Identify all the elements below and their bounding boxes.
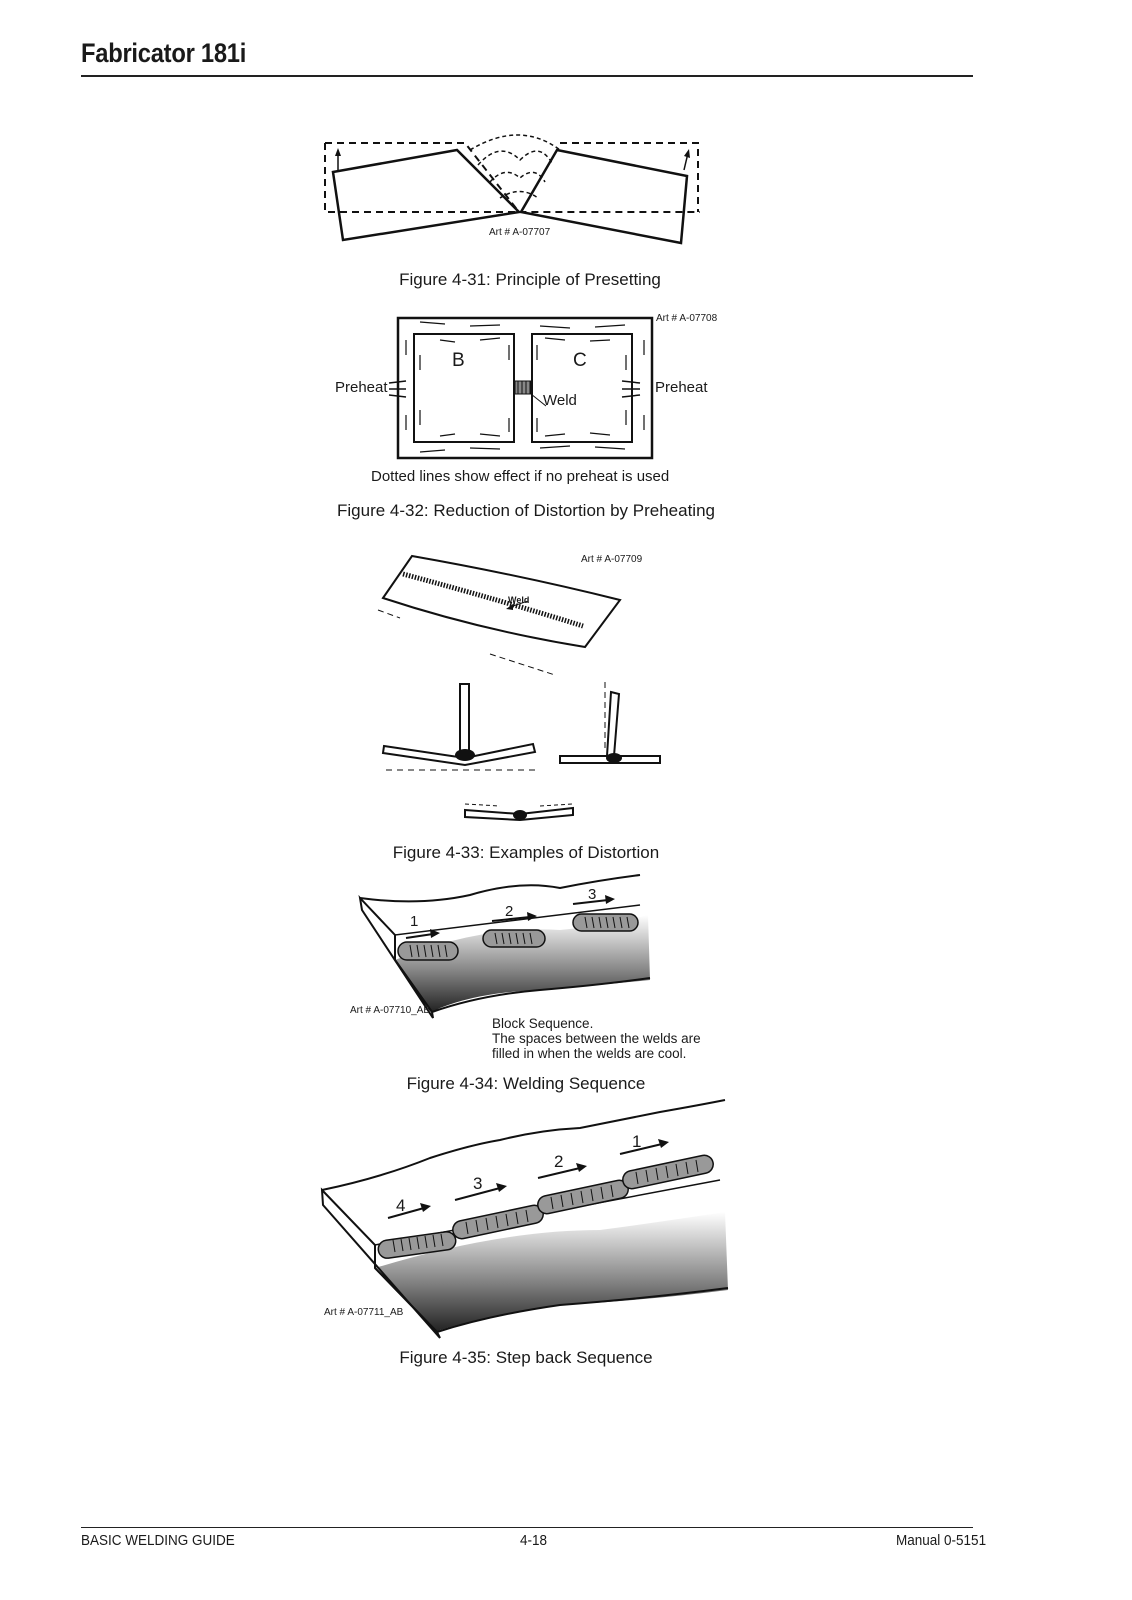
- figure-note: Dotted lines show effect if no preheat i…: [371, 468, 670, 485]
- art-number: Art # A-07711_AB: [324, 1307, 404, 1318]
- footer-page-number: 4-18: [520, 1532, 548, 1549]
- page-title: Fabricator 181i: [81, 38, 247, 68]
- step-number: 2: [554, 1152, 564, 1171]
- step-number: 1: [632, 1132, 642, 1151]
- figure-note-line: The spaces between the welds are: [492, 1031, 701, 1046]
- preheat-label-left: Preheat: [335, 379, 388, 396]
- footer-section-title: BASIC WELDING GUIDE: [81, 1532, 235, 1549]
- art-number: Art # A-07710_AB: [350, 1005, 431, 1016]
- header-rule: [81, 75, 973, 77]
- weld-label: Weld: [543, 392, 577, 409]
- figure-note-line: filled in when the welds are cool.: [492, 1046, 687, 1061]
- footer-rule: [81, 1527, 973, 1528]
- art-number: Art # A-07708: [656, 313, 718, 324]
- preheat-label-right: Preheat: [655, 379, 708, 396]
- figure-caption: Figure 4-31: Principle of Presetting: [399, 270, 661, 289]
- step-number: 4: [396, 1196, 406, 1215]
- figure-note-line: Block Sequence.: [492, 1016, 594, 1031]
- figure-caption: Figure 4-32: Reduction of Distortion by …: [337, 501, 715, 520]
- weld-label: Weld: [508, 595, 530, 605]
- plate-label-b: B: [452, 350, 465, 371]
- figure-caption: Figure 4-33: Examples of Distortion: [392, 843, 660, 862]
- figure-note: Block Sequence. The spaces between the w…: [492, 1016, 701, 1061]
- art-number: Art # A-07707: [489, 227, 551, 238]
- plate-label-c: C: [573, 350, 587, 371]
- figure-caption: Figure 4-35: Step back Sequence: [399, 1348, 653, 1367]
- step-number: 1: [410, 913, 419, 930]
- step-number: 2: [505, 903, 514, 920]
- art-number: Art # A-07709: [581, 554, 643, 565]
- step-number: 3: [588, 886, 597, 903]
- footer-manual-number: Manual 0-5151: [895, 1532, 986, 1549]
- step-number: 3: [473, 1174, 483, 1193]
- figure-caption: Figure 4-34: Welding Sequence: [406, 1074, 646, 1093]
